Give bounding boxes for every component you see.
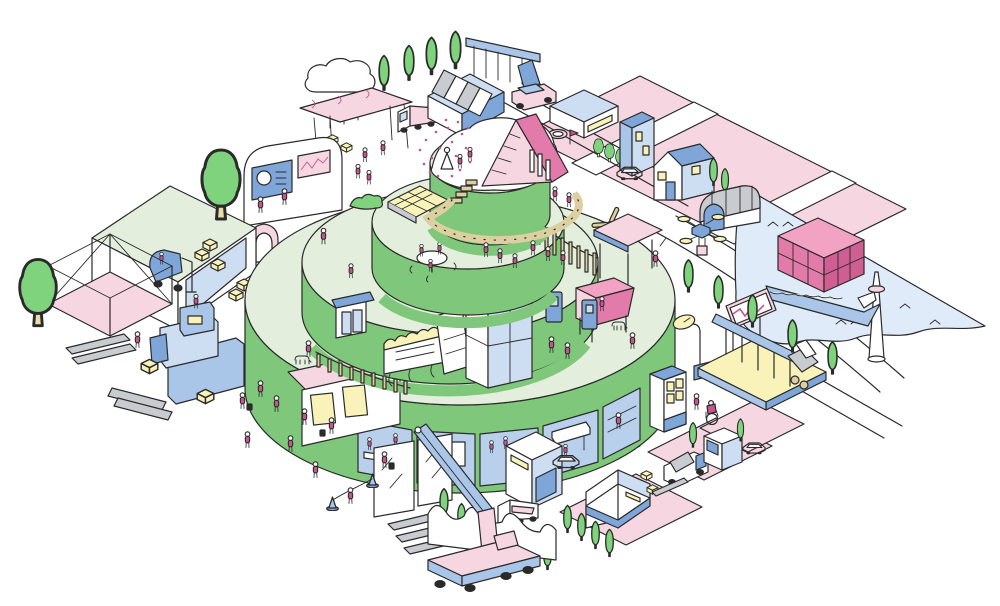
traffic-cones <box>326 473 379 511</box>
pavilion-canopy <box>593 213 663 285</box>
tower-crane-truck <box>413 423 541 592</box>
flag <box>569 129 579 145</box>
walking-people <box>239 380 395 479</box>
walkway-kiosk <box>331 291 375 339</box>
forklift <box>149 249 197 293</box>
loading-pier <box>697 313 827 411</box>
wheelchair-user <box>693 393 719 426</box>
apartment-tower <box>619 111 655 177</box>
tier2-items <box>409 206 663 285</box>
beam-machine <box>787 339 819 390</box>
tent-depot <box>585 469 651 529</box>
door-blue <box>581 299 598 330</box>
cafe-table <box>409 242 457 283</box>
tier3-items <box>349 185 449 224</box>
cargo-ship <box>765 217 881 327</box>
overhead-crane <box>465 37 541 89</box>
assembly-robot <box>149 294 245 405</box>
hangar-arched <box>699 185 761 233</box>
elevator-kiosk <box>649 365 687 433</box>
white-service-building <box>505 431 563 509</box>
campus-people <box>134 140 667 430</box>
materials-truck <box>640 451 709 497</box>
delivery-drone <box>677 213 727 256</box>
bride-figure <box>440 146 454 170</box>
storage-hall <box>549 89 619 139</box>
planter-bed <box>383 326 447 387</box>
confetti <box>418 118 472 178</box>
dog <box>611 321 628 331</box>
stepping-path <box>422 191 583 245</box>
dog <box>294 355 312 365</box>
kiosk <box>688 418 745 471</box>
family-house <box>653 143 715 201</box>
slat-balustrade <box>315 351 411 395</box>
storefront-bay-storage <box>602 387 641 460</box>
control-room <box>243 136 343 227</box>
steel-beams-left <box>65 333 173 421</box>
solar-panels <box>387 185 449 224</box>
hedge-bush <box>349 193 383 210</box>
slag-carrier <box>511 83 557 111</box>
funnel-structure <box>481 113 569 187</box>
